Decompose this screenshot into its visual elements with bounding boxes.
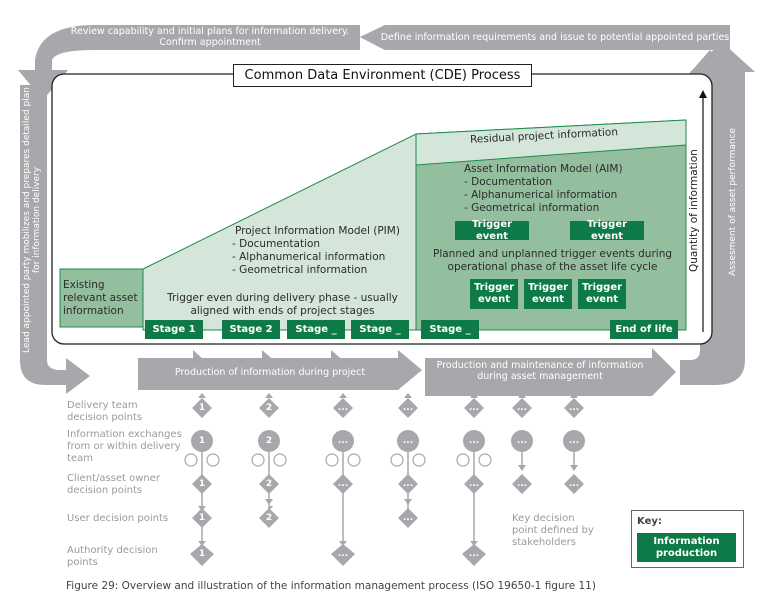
top-right-arrow-label: Define information requirements and issu… [380, 32, 730, 43]
top-left-arrow [18, 25, 360, 100]
pim-item: - Alphanumerical information [232, 251, 386, 263]
cde-title: Common Data Environment (CDE) Process [233, 64, 532, 87]
aim-block: Asset Information Model (AIM) - Document… [464, 163, 623, 215]
quantity-arrow-head [699, 90, 707, 98]
quantity-axis-label: Quantity of information [688, 149, 700, 272]
decision-symbol-client: ... [568, 479, 580, 489]
row-label-user: User decision points [67, 513, 169, 524]
decision-symbol-client: ... [402, 479, 414, 489]
row-label-exchange: Information exchanges from or within del… [67, 429, 182, 464]
decision-symbol-client: ... [337, 479, 349, 489]
decision-symbol-delivery: 1 [198, 403, 206, 413]
asset-arrow [425, 348, 676, 396]
stakeholder-note: Key decision point defined by stakeholde… [512, 513, 594, 548]
trigger-event-box: Trigger event [455, 219, 529, 242]
asset-arrow-label: Production and maintenance of informatio… [436, 360, 644, 382]
decision-symbol-delivery: ... [468, 403, 480, 413]
stage-box: Stage _ [287, 320, 345, 339]
legend-key: Key: Information production [631, 510, 744, 568]
top-left-arrow-label: Review capability and initial plans for … [70, 26, 350, 48]
stage-box: Stage 1 [145, 320, 203, 339]
row-label-client: Client/asset owner decision points [67, 473, 161, 496]
aim-trigger-note: Planned and unplanned trigger events dur… [432, 248, 673, 273]
existing-asset-info: Existing relevant asset information [63, 279, 138, 317]
left-arrow-label: Lead appointed party mobilizes and prepa… [22, 87, 42, 353]
pim-item: - Geometrical information [232, 264, 368, 276]
residual-band [415, 119, 687, 166]
decision-symbol-delivery: ... [402, 403, 414, 413]
trigger-event-box: Trigger event [524, 279, 572, 309]
stage-box: Stage 2 [222, 320, 280, 339]
row-label-delivery: Delivery team decision points [67, 400, 143, 423]
decision-symbol-exchange: 1 [198, 436, 206, 446]
decision-symbol-authority: ... [468, 549, 480, 559]
pim-trigger-note: Trigger even during delivery phase - usu… [167, 292, 398, 317]
decision-symbol-exchange: ... [468, 436, 480, 446]
decision-symbol-user: 1 [198, 513, 206, 523]
project-arrow-label: Production of information during project [174, 367, 366, 378]
decision-symbol-exchange: ... [402, 436, 414, 446]
trigger-event-box: Trigger event [570, 219, 644, 242]
stage-box: Stage _ [421, 320, 479, 339]
row-label-authority: Authority decision points [67, 545, 158, 568]
left-down-arrow [20, 85, 47, 355]
trigger-event-box: Trigger event [470, 279, 518, 309]
pim-title: Project Information Model (PIM) [235, 225, 400, 237]
decision-symbol-exchange: ... [337, 436, 349, 446]
decision-symbol-delivery: ... [337, 403, 349, 413]
key-title: Key: [637, 516, 662, 527]
decision-symbol-delivery: ... [516, 403, 528, 413]
pim-block: Project Information Model (PIM) - Docume… [232, 225, 400, 277]
aim-title: Asset Information Model (AIM) [464, 163, 623, 175]
trigger-event-box: Trigger event [578, 279, 626, 309]
aim-item: - Alphanumerical information [464, 189, 618, 201]
decision-symbol-delivery: 2 [265, 403, 273, 413]
decision-symbol-authority: ... [337, 549, 349, 559]
top-right-arrow [360, 25, 730, 50]
key-information-production: Information production [637, 533, 736, 562]
decision-symbol-exchange: ... [568, 436, 580, 446]
decision-symbol-client: ... [516, 479, 528, 489]
decision-symbol-delivery: ... [568, 403, 580, 413]
decision-symbol-client: 1 [198, 479, 206, 489]
decision-symbol-authority: 1 [198, 549, 206, 559]
decision-symbol-client: 2 [265, 479, 273, 489]
aim-item: - Geometrical information [464, 202, 600, 214]
decision-symbol-client: ... [468, 479, 480, 489]
figure-caption: Figure 29: Overview and illustration of … [66, 580, 596, 592]
top-right-arrow-head [360, 25, 385, 50]
end-of-life-box: End of life [610, 320, 678, 339]
pim-item: - Documentation [232, 238, 321, 250]
stage-box: Stage _ [351, 320, 409, 339]
aim-item: - Documentation [464, 176, 553, 188]
decision-symbol-user: ... [402, 513, 414, 523]
decision-symbol-exchange: 2 [265, 436, 273, 446]
decision-symbol-user: 2 [265, 513, 273, 523]
right-arrow-label: Assesment of asset performance [728, 127, 738, 277]
decision-symbol-exchange: ... [516, 436, 528, 446]
